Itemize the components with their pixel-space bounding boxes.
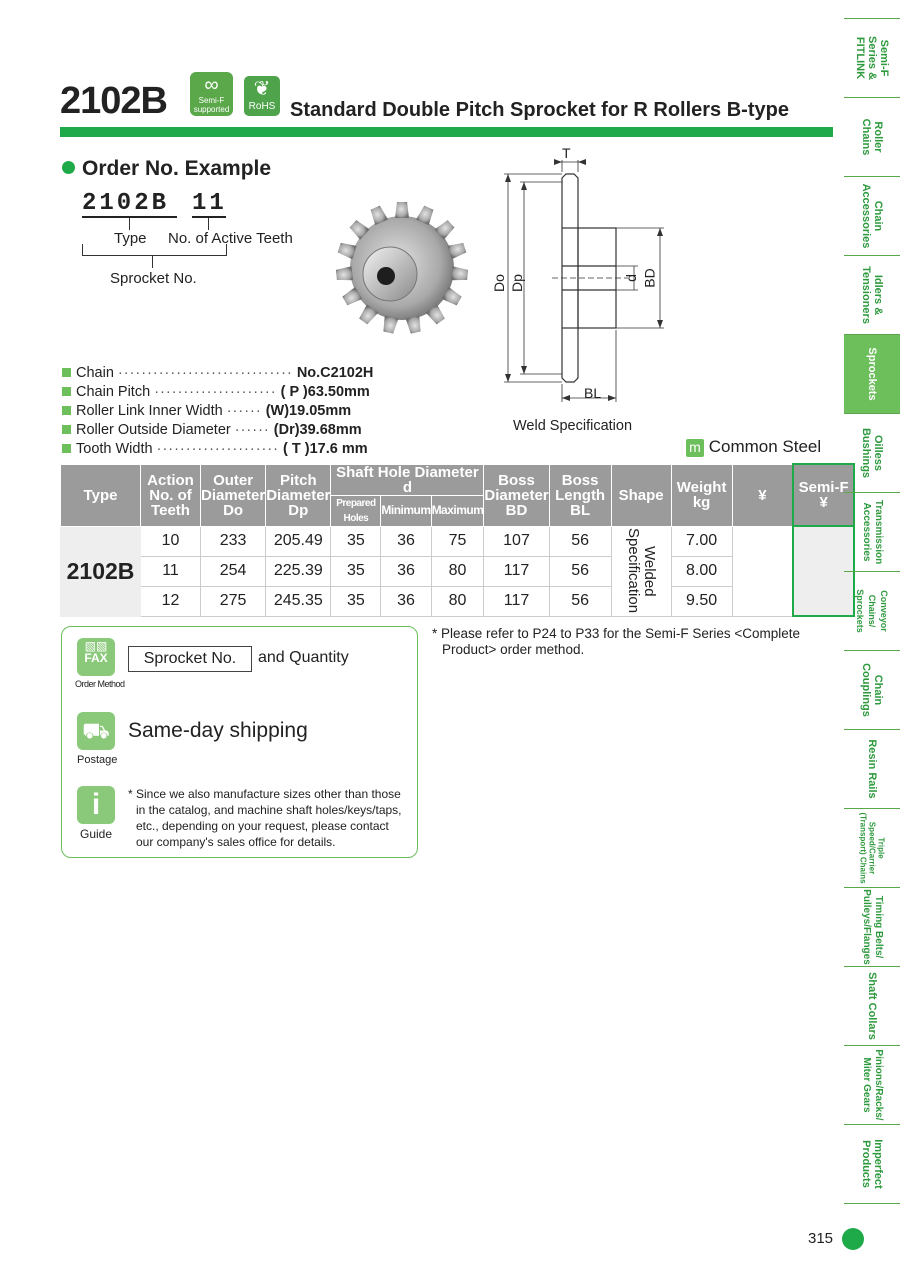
- spec-tooth-width: Tooth Width ····················· ( T )1…: [62, 441, 368, 457]
- fax-caption: Order Method: [75, 679, 125, 689]
- sidebar-item-roller-chains[interactable]: Roller Chains: [844, 97, 900, 177]
- bullet-square-icon: [62, 406, 71, 415]
- table-row: 11 254 225.39 35 36 80 117 56 8.00: [61, 555, 855, 587]
- product-model: 2102B: [60, 80, 168, 122]
- connector-line: [129, 218, 130, 230]
- page-title: Standard Double Pitch Sprocket for R Rol…: [290, 99, 789, 121]
- col-shaft-hole: Shaft Hole Diameter d: [330, 463, 485, 496]
- bullet-square-icon: [62, 387, 71, 396]
- code-type-underline: [82, 216, 177, 218]
- table-row: 12 275 245.35 35 36 80 117 56 9.50: [61, 585, 855, 617]
- sidebar-item-oilless-bushings[interactable]: Oilless Bushings: [844, 413, 900, 493]
- sidebar-item-idlers-tensioners[interactable]: Idlers & Tensioners: [844, 255, 900, 335]
- title-divider: [60, 127, 833, 137]
- sidebar-item-transmission-accessories[interactable]: Transmission Accessories: [844, 492, 900, 572]
- material-icon: m: [686, 439, 704, 457]
- col-boss-diameter: Boss Diameter BD: [483, 463, 550, 527]
- postage-caption: Postage: [77, 754, 118, 766]
- spec-roller-outside-diameter: Roller Outside Diameter ······ (Dr)39.68…: [62, 422, 362, 438]
- bullet-square-icon: [62, 425, 71, 434]
- dim-t-label: T: [562, 145, 571, 161]
- sidebar-item-chain-accessories[interactable]: Chain Accessories: [844, 176, 900, 256]
- col-minimum: Minimum: [380, 494, 432, 527]
- guide-caption: Guide: [80, 827, 113, 841]
- teeth-label: No. of Active Teeth: [168, 230, 293, 247]
- dim-bl-label: BL: [584, 385, 602, 401]
- semi-f-icon: ∞: [204, 74, 219, 96]
- col-boss-length: Boss Length BL: [548, 463, 612, 527]
- type-cell: 2102B: [60, 525, 141, 617]
- bullet-square-icon: [62, 444, 71, 453]
- sidebar-item-conveyor-chains[interactable]: Conveyor Chains/ Sprockets: [844, 571, 900, 651]
- order-info-box: [61, 626, 418, 858]
- order-code-teeth: 11: [192, 190, 227, 217]
- sidebar-item-sprockets[interactable]: Sprockets: [844, 334, 900, 414]
- col-outer-diameter: Outer Diameter Do: [199, 463, 267, 527]
- semi-f-note: * Please refer to P24 to P33 for the Sem…: [432, 626, 801, 657]
- type-label: Type: [114, 230, 147, 247]
- table-row: 2102B 10 233 205.49 35 36 75 107 56 Weld…: [60, 525, 856, 617]
- order-example-heading: Order No. Example: [62, 157, 271, 181]
- shape-cell: Welded Specification: [610, 525, 672, 617]
- col-pitch-diameter: Pitch Diameter Dp: [265, 463, 332, 527]
- connector-line: [152, 255, 153, 268]
- bullet-square-icon: [62, 368, 71, 377]
- dimension-table: Type Action No. of Teeth Outer Diameter …: [60, 463, 856, 617]
- page-number: 315: [808, 1230, 834, 1247]
- spec-roller-link-inner-width: Roller Link Inner Width ······ (W)19.05m…: [62, 403, 351, 419]
- rohs-badge: ❦ RoHS: [244, 76, 280, 116]
- spec-chain-pitch: Chain Pitch ····················· ( P )6…: [62, 384, 370, 400]
- col-weight: Weight kg: [670, 463, 733, 527]
- col-price: ¥: [731, 463, 794, 527]
- connector-line: [226, 244, 227, 256]
- sprocket-photo: [336, 202, 468, 335]
- order-code-type: 2102B: [82, 190, 170, 217]
- same-day-shipping: Same-day shipping: [128, 719, 308, 742]
- truck-icon: ⛟: [77, 712, 115, 750]
- col-shape: Shape: [610, 463, 672, 527]
- and-quantity-label: and Quantity: [258, 649, 349, 666]
- drawing-caption: Weld Specification: [513, 418, 633, 434]
- page-marker-dot: [842, 1228, 864, 1250]
- dim-do-label: Do: [490, 274, 507, 292]
- info-icon: i: [77, 786, 115, 824]
- col-teeth: Action No. of Teeth: [140, 463, 201, 527]
- col-type: Type: [60, 463, 141, 527]
- sidebar-item-semi-f-series[interactable]: Semi-F Series & FITLINK: [844, 18, 900, 98]
- spec-chain: Chain ······························ No.…: [62, 365, 373, 381]
- sidebar-item-shaft-collars[interactable]: Shaft Collars: [844, 966, 900, 1046]
- sidebar-item-pinions-racks[interactable]: Pinions/Racks/ Miter Gears: [844, 1045, 900, 1125]
- semi-f-badge: ∞ Semi-F supported: [190, 72, 233, 116]
- price-cell: [731, 525, 794, 617]
- connector-line: [208, 218, 209, 230]
- guide-text: * Since we also manufacture sizes other …: [128, 787, 402, 849]
- dim-dp-label: Dp: [508, 274, 525, 292]
- dim-bd-label: BD: [641, 268, 658, 288]
- fax-icon: ▧▧ FAX: [77, 638, 115, 676]
- sidebar-item-imperfect-products[interactable]: Imperfect Products: [844, 1124, 900, 1204]
- sprocket-no-field: Sprocket No.: [128, 646, 252, 672]
- sidebar-item-resin-rails[interactable]: Resin Rails: [844, 729, 900, 809]
- sidebar-item-timing-belts[interactable]: Timing Belts/ Pulleys/Flanges: [844, 887, 900, 967]
- sidebar-item-triple-speed-chains[interactable]: Triple Speed/Carrier (Transport) Chains: [844, 808, 900, 888]
- col-maximum: Maximum: [430, 494, 485, 527]
- bullet-dot-icon: [62, 161, 75, 174]
- code-teeth-underline: [192, 216, 226, 218]
- weld-spec-drawing: [504, 159, 664, 402]
- col-semi-f-price: Semi-F ¥: [792, 463, 856, 527]
- col-prepared-holes: Prepared Holes: [330, 494, 382, 527]
- material-indicator: m Common Steel: [686, 437, 821, 457]
- leaf-icon: ❦: [253, 78, 271, 100]
- connector-line: [82, 244, 83, 256]
- connector-line: [82, 255, 227, 256]
- dim-d-label: d: [622, 274, 639, 282]
- sprocket-no-label: Sprocket No.: [110, 270, 197, 287]
- sidebar-item-chain-couplings[interactable]: Chain Couplings: [844, 650, 900, 730]
